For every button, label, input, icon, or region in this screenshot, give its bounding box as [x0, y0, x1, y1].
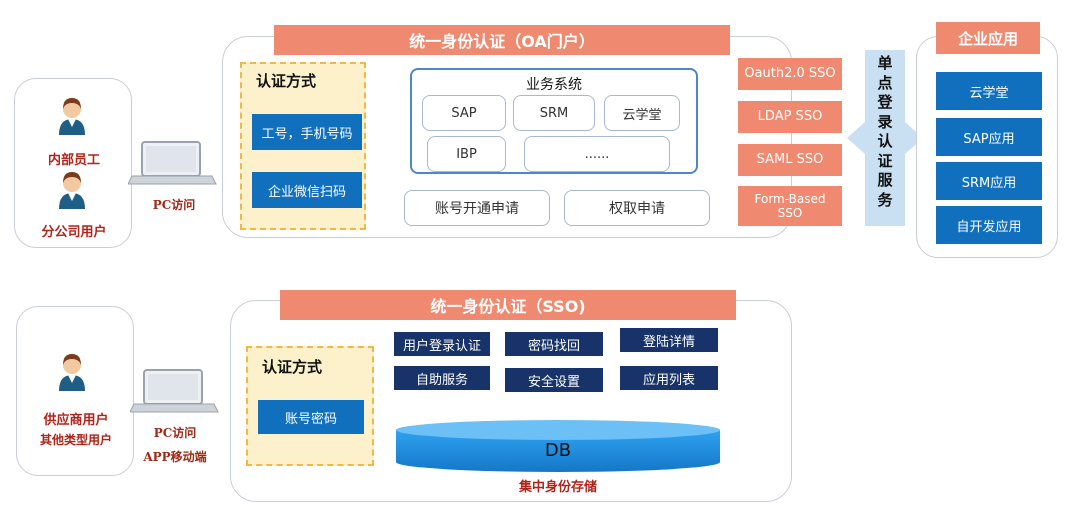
user-label-supplier: 供应商用户 — [43, 413, 109, 428]
sso-service-label: 单 点 登 录 认 证 服 务 — [871, 54, 899, 210]
app-sap[interactable]: SAP应用 — [936, 118, 1042, 156]
func-self-service[interactable]: 自助服务 — [394, 366, 490, 390]
sso-service-char: 务 — [877, 190, 893, 209]
biz-yunxuetang[interactable]: 云学堂 — [604, 95, 680, 131]
laptop-icon — [130, 369, 219, 413]
internal-users-panel: 内部员工 分公司用户 — [14, 78, 132, 248]
sso-oauth2: Oauth2.0 SSO — [738, 58, 842, 90]
func-app-list[interactable]: 应用列表 — [620, 366, 718, 390]
func-security-settings[interactable]: 安全设置 — [505, 368, 603, 392]
user-label-internal: 内部员工 — [47, 153, 100, 168]
sso-form-based: Form-Based SSO — [738, 186, 842, 226]
person-icon — [59, 98, 85, 135]
auth-method-wechat-scan[interactable]: 企业微信扫码 — [252, 172, 362, 208]
app-mobile-label: APP移动端 — [143, 450, 207, 464]
person-icon — [59, 354, 85, 391]
db-label: DB — [544, 440, 572, 461]
user-label-branch: 分公司用户 — [41, 225, 107, 240]
permission-request-button[interactable]: 权取申请 — [564, 190, 710, 226]
laptop-icon — [128, 141, 217, 185]
app-self-developed[interactable]: 自开发应用 — [936, 206, 1042, 244]
biz-ibp[interactable]: IBP — [427, 136, 506, 172]
auth-methods-title-top: 认证方式 — [256, 72, 317, 90]
func-password-recovery[interactable]: 密码找回 — [505, 332, 603, 356]
oa-portal-title: 统一身份认证（OA门户） — [274, 25, 730, 55]
sso-service-char: 登 — [877, 93, 893, 111]
arrow-icon — [847, 50, 923, 226]
pc-access-label: PC访问 — [152, 198, 196, 212]
db-caption: 集中身份存储 — [518, 480, 597, 495]
biz-more[interactable]: ...... — [524, 136, 670, 172]
business-system-title: 业务系统 — [526, 77, 582, 93]
user-label-other: 其他类型用户 — [39, 433, 112, 447]
sso-saml: SAML SSO — [738, 144, 842, 176]
biz-srm[interactable]: SRM — [513, 95, 595, 131]
sso-service-char: 认 — [877, 132, 893, 150]
auth-method-password[interactable]: 账号密码 — [258, 400, 364, 434]
sso-ldap: LDAP SSO — [738, 101, 842, 133]
sso-service-char: 录 — [877, 112, 893, 131]
biz-sap[interactable]: SAP — [422, 95, 506, 131]
sso-service-char: 服 — [877, 171, 893, 189]
sso-service-char: 证 — [877, 151, 893, 170]
account-open-request-button[interactable]: 账号开通申请 — [404, 190, 550, 226]
auth-methods-title-bottom: 认证方式 — [262, 358, 323, 376]
sso-service-char: 点 — [877, 73, 893, 92]
auth-method-employee-id[interactable]: 工号，手机号码 — [252, 114, 362, 150]
app-yunxuetang[interactable]: 云学堂 — [936, 72, 1042, 110]
person-icon — [59, 172, 85, 209]
pc-access-label-bottom: PC访问 — [153, 426, 197, 440]
func-login-details[interactable]: 登陆详情 — [620, 328, 718, 352]
sso-service-char: 单 — [877, 54, 893, 72]
supplier-users-panel: 供应商用户 其他类型用户 — [16, 306, 134, 476]
app-srm[interactable]: SRM应用 — [936, 162, 1042, 200]
func-user-login[interactable]: 用户登录认证 — [394, 332, 490, 356]
sso-panel-title: 统一身份认证（SSO) — [280, 290, 736, 320]
database-icon — [396, 420, 720, 472]
enterprise-apps-title: 企业应用 — [936, 22, 1040, 54]
